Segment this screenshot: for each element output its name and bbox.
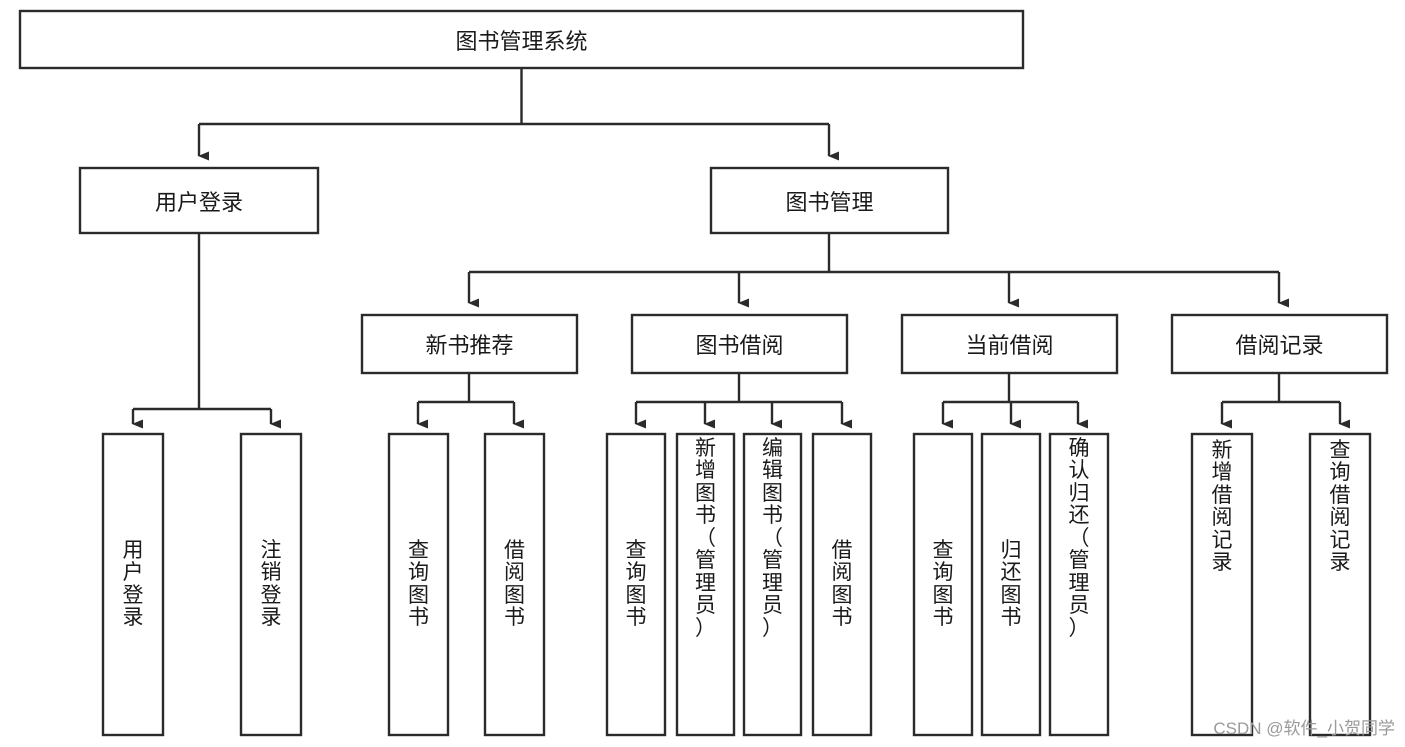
connector-group-root — [197, 68, 839, 161]
leaf-current-borrow-0[interactable] — [912, 432, 974, 737]
node-book-borrow[interactable] — [630, 313, 849, 375]
node-book-management[interactable] — [709, 166, 950, 235]
leaf-book-borrow-0[interactable] — [605, 432, 667, 737]
node-current-borrow[interactable] — [900, 313, 1119, 375]
leaf-current-borrow-1[interactable] — [980, 432, 1042, 737]
leaf-book-borrow-1[interactable] — [675, 432, 736, 737]
leaf-borrow-records-1[interactable] — [1308, 432, 1372, 737]
node-new-book-recommend[interactable] — [360, 313, 579, 375]
leaf-user-login-1[interactable] — [239, 432, 303, 737]
connector-group-new-book — [416, 373, 524, 429]
node-root-system[interactable] — [18, 9, 1025, 70]
leaf-new-book-0[interactable] — [387, 432, 450, 737]
node-borrow-records[interactable] — [1170, 313, 1389, 375]
leaf-borrow-records-0[interactable] — [1190, 432, 1254, 737]
connector-group-book-management — [467, 233, 1289, 308]
connector-group-user-login — [131, 233, 281, 429]
connector-group-book-borrow — [634, 373, 852, 429]
leaf-user-login-0[interactable] — [101, 432, 165, 737]
connector-group-current-borrow — [941, 373, 1088, 429]
leaf-current-borrow-2[interactable] — [1048, 432, 1110, 737]
leaf-book-borrow-2[interactable] — [742, 432, 803, 737]
leaf-book-borrow-3[interactable] — [811, 432, 873, 737]
leaf-new-book-1[interactable] — [483, 432, 546, 737]
connector-group-borrow-records — [1220, 373, 1350, 429]
node-user-login[interactable] — [78, 166, 320, 235]
